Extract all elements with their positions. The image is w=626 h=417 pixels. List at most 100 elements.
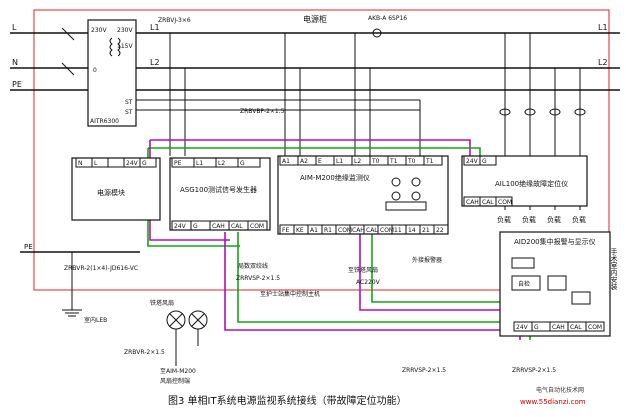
ail-bot-terminal-0: CAH bbox=[466, 199, 479, 206]
asg-top-terminal-2: L2 bbox=[218, 160, 225, 167]
aim-key-up bbox=[391, 177, 401, 187]
label-L1-right: L1 bbox=[598, 23, 608, 32]
power-terms-terminal-0: N bbox=[78, 160, 83, 167]
aim-bot-terminal-8: 11 bbox=[394, 227, 402, 234]
earth-signal-cable: ZRRVSP-2×1.5 bbox=[236, 275, 280, 282]
label-PE: PE bbox=[12, 80, 22, 89]
aid-bot-terminal-3: CAL bbox=[570, 324, 582, 331]
label-L2-right: L2 bbox=[598, 58, 608, 67]
fan-note-1: 至AIM-M200 bbox=[160, 368, 196, 375]
aim-bot-terminal-11: 22 bbox=[436, 227, 444, 234]
st1: ST bbox=[125, 99, 133, 106]
aim-bot-terminal-7: COM bbox=[380, 227, 394, 234]
breaker-model: AKB-A 6SP16 bbox=[368, 15, 407, 22]
aim-top-cell-8 bbox=[423, 155, 443, 166]
aim-top-terminal-3: L1 bbox=[336, 158, 343, 165]
signal-wire-pink-top bbox=[150, 139, 471, 156]
aim-top-terminal-7: T0 bbox=[407, 158, 416, 165]
asg-title: ASG100测试信号发生器 bbox=[180, 185, 257, 194]
aid-title: AID200集中报警与显示仪 bbox=[514, 237, 596, 246]
power-terms-terminal-1: L bbox=[94, 160, 98, 167]
ail-top-terminal-0: 24V bbox=[466, 158, 479, 165]
transformer-box bbox=[87, 19, 137, 127]
side-label: 手术室内安装 bbox=[610, 247, 618, 291]
aim-top-terminal-6: T1 bbox=[389, 158, 398, 165]
power-terms-terminal-3: 24V bbox=[126, 160, 139, 167]
load-row: 负载负载负载负载 bbox=[497, 215, 586, 224]
asg-bot-cell-4 bbox=[247, 220, 268, 231]
aid-bot-terminal-1: G bbox=[534, 324, 539, 331]
aid-led bbox=[511, 257, 535, 269]
transformer-model: AITR6300 bbox=[90, 118, 119, 125]
load-label-3: 负载 bbox=[572, 215, 586, 224]
aid-selftest-button bbox=[511, 275, 541, 291]
aid-bot-cell-4 bbox=[585, 321, 605, 332]
ail-top-terminal-1: G bbox=[482, 158, 487, 165]
aim-display bbox=[385, 201, 427, 211]
aim-key-down bbox=[391, 191, 401, 201]
aim-bot-cell-11 bbox=[433, 224, 449, 235]
aid-selftest-label: 自检 bbox=[518, 280, 530, 288]
asg-bot-terminal-2: CAH bbox=[212, 223, 225, 230]
aid-module: AID200集中报警与显示仪 自检 24V G CAH CAL COM bbox=[499, 231, 611, 337]
asg-top-terminal-0: PE bbox=[174, 160, 182, 167]
label-N: N bbox=[12, 58, 18, 67]
host-wire-pink bbox=[359, 232, 521, 340]
load-label-0: 负载 bbox=[497, 215, 511, 224]
aim-bot-terminal-2: A1 bbox=[310, 227, 318, 234]
watermark-url: www.55dianzi.com bbox=[520, 398, 586, 406]
current-transformers bbox=[499, 108, 586, 116]
asg-bot-terminal-0: 24V bbox=[174, 223, 187, 230]
relay-label: 至铁塔风扇 bbox=[348, 266, 378, 274]
aim-bot-terminal-0: FE bbox=[282, 227, 289, 234]
aid-bot-terminal-0: 24V bbox=[516, 324, 529, 331]
host-label: 至护士站集中控制主机 bbox=[260, 290, 320, 298]
aim-top-terminal-0: A1 bbox=[282, 158, 290, 165]
aim-title: AIM-M200绝缘监测仪 bbox=[300, 173, 370, 182]
aid-bot-terminal-4: COM bbox=[588, 324, 602, 331]
aid-bot-terminal-2: CAH bbox=[552, 324, 565, 331]
aid-enter-button bbox=[571, 291, 591, 305]
cabinet-label: 电源柜 bbox=[303, 14, 327, 24]
asg-bot-terminal-1: G bbox=[193, 223, 198, 230]
v115: 115V bbox=[117, 43, 133, 50]
aim-bot-terminal-1: KE bbox=[296, 227, 304, 234]
ail-bot-cell-2 bbox=[495, 196, 513, 207]
ail-bot-terminal-1: CAL bbox=[482, 199, 494, 206]
bus-cable-1: ZRRVSP-2×1.5 bbox=[402, 367, 446, 374]
pe-label: PE bbox=[24, 243, 33, 251]
aim-bot-terminal-5: CAH bbox=[352, 227, 365, 234]
v230a: 230V bbox=[91, 27, 107, 34]
fan-group bbox=[166, 310, 208, 330]
figure-caption: 图3 单相IT系统电源监视系统接线（带故障定位功能） bbox=[168, 394, 407, 407]
cable-zrbvbp: ZRBVBP-2×1.5 bbox=[240, 108, 285, 115]
pe-cable: ZRBVR-2(1×4)-JD616-VC bbox=[64, 265, 138, 272]
zero: 0 bbox=[93, 67, 97, 74]
v230b: 230V bbox=[117, 27, 133, 34]
label-L1: L1 bbox=[150, 23, 160, 32]
cabinet-boundary bbox=[33, 9, 610, 291]
load-label-2: 负载 bbox=[547, 215, 561, 224]
label-L2: L2 bbox=[150, 58, 160, 67]
aim-bot-terminal-6: CAL bbox=[366, 227, 378, 234]
st2: ST bbox=[125, 109, 133, 116]
ground-label: 室内LEB bbox=[84, 316, 107, 324]
asg-bot-terminal-3: CAL bbox=[231, 223, 243, 230]
asg-bot-terminal-4: COM bbox=[250, 223, 264, 230]
ail-bot-terminal-2: COM bbox=[498, 199, 512, 206]
asg-top-terminal-3: G bbox=[240, 160, 245, 167]
aim-bot-terminal-10: 21 bbox=[422, 227, 430, 234]
ail-top-cell-1 bbox=[479, 155, 497, 166]
aim-top-terminal-5: T0 bbox=[371, 158, 380, 165]
ac-label: AC220V bbox=[356, 279, 381, 286]
label-L: L bbox=[12, 23, 17, 32]
aim-top-terminal-2: E bbox=[318, 158, 322, 165]
bus-cable-2: ZRRVSP-2×1.5 bbox=[512, 367, 556, 374]
aim-key-back bbox=[411, 191, 421, 201]
watermark-cn: 电气自动化技术网 bbox=[536, 386, 584, 394]
aim-bot-terminal-9: 14 bbox=[408, 227, 416, 234]
power-module-title: 电源模块 bbox=[97, 188, 125, 197]
